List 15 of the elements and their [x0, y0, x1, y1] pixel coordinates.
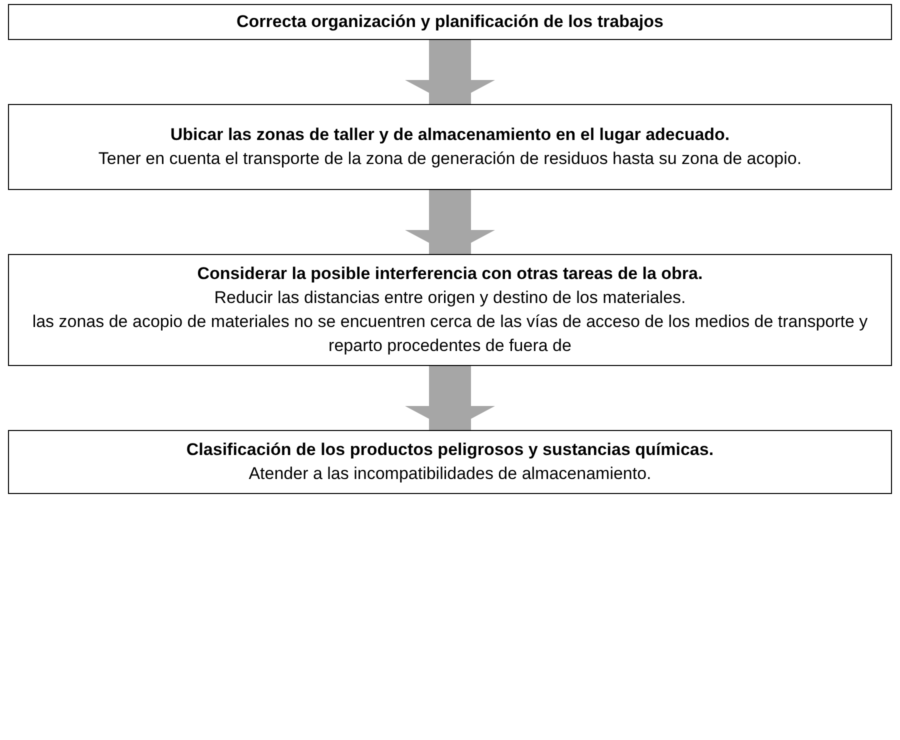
arrow: [405, 366, 495, 430]
step-heading: Considerar la posible interferencia con otras tareas de la obra.: [197, 263, 703, 285]
process-box: [8, 4, 892, 40]
step-heading: Clasificación de los productos peligrosos y sustancias químicas.: [186, 439, 714, 461]
process-box: [8, 430, 892, 494]
arrow: [405, 40, 495, 104]
step-heading: Ubicar las zonas de taller y de almacenamiento en el lugar adecuado.: [170, 124, 730, 146]
arrow: [405, 190, 495, 254]
step-heading: Correcta organización y planificación de los trabajos: [236, 11, 664, 33]
step-description: Reducir las distancias entre origen y destino de los materiales.: [214, 287, 686, 309]
step-description: las zonas de acopio de materiales no se encuentren cerca de las vías de acceso de los medios de transporte y reparto procedentes de fuera de: [31, 311, 869, 357]
process-box: [8, 104, 892, 190]
step-description: Tener en cuenta el transporte de la zona de generación de residuos hasta su zona de acopio.: [98, 148, 802, 170]
process-box: [8, 254, 892, 366]
step-description: Atender a las incompatibilidades de almacenamiento.: [248, 463, 652, 485]
